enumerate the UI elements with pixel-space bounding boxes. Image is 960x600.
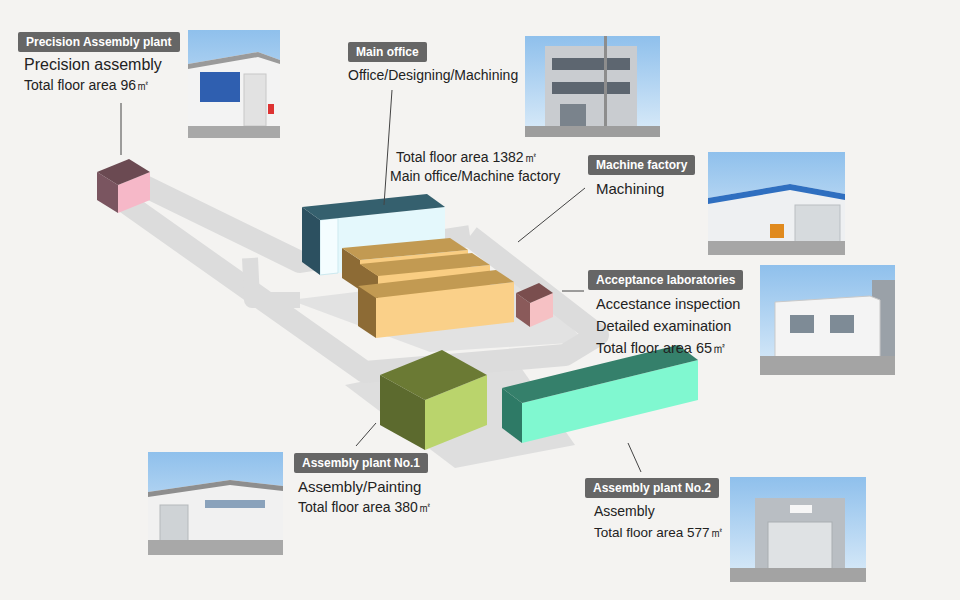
photo-door — [560, 104, 586, 126]
photo-ground — [525, 126, 660, 137]
building-photo — [760, 265, 895, 375]
photo-pole — [604, 36, 607, 128]
photo-shutter — [160, 505, 188, 542]
photo-ground — [760, 356, 895, 375]
area-note: Main office/Machine factory — [390, 167, 560, 185]
building-detail: Accestance inspection — [596, 293, 740, 315]
building-tag: Main office — [348, 42, 427, 62]
leader-line — [384, 90, 392, 205]
building-face — [380, 350, 487, 400]
building-tag: Machine factory — [588, 155, 695, 175]
building-detail: Detailed examination — [596, 315, 731, 337]
photo-sign — [200, 72, 240, 102]
building-detail: Total floor area 577㎡ — [594, 522, 724, 543]
photo-building — [545, 46, 637, 126]
photo-window — [552, 58, 630, 70]
building-detail: Assembly/Painting — [298, 476, 421, 497]
photo-window — [790, 315, 814, 333]
photo-roof — [148, 480, 283, 497]
photo-sign — [790, 505, 812, 513]
callout-group: Main officeOffice/Designing/Machining — [348, 42, 518, 86]
building-photo — [525, 36, 660, 137]
building-tag: Acceptance laboratories — [588, 270, 743, 290]
building-face — [360, 253, 490, 276]
building-detail: Precision assembly — [24, 55, 162, 75]
building-tag: Assembly plant No.1 — [294, 453, 428, 473]
building-photo — [148, 452, 283, 555]
callout-group: Precision Assembly plantPrecision assemb… — [18, 32, 180, 95]
photo-shutter — [795, 205, 840, 242]
photo-stripe — [708, 184, 845, 204]
building-face — [97, 159, 150, 185]
area-note: Total floor area 1382㎡ — [396, 148, 538, 166]
photo-shutter — [244, 74, 266, 126]
callout-group: Machine factoryMachining — [588, 155, 695, 200]
photo-sky — [148, 452, 283, 555]
callout-group: Assembly plant No.1Assembly/PaintingTota… — [294, 453, 432, 518]
leader-line — [562, 291, 584, 292]
leader-line — [518, 188, 585, 242]
photo-sky — [188, 30, 280, 138]
building-face — [320, 218, 338, 275]
building-detail: Office/Designing/Machining — [348, 65, 518, 86]
photo-building — [755, 498, 845, 570]
building-photo — [708, 152, 845, 255]
photo-ground — [708, 241, 845, 255]
leader-line — [628, 443, 641, 472]
building-photo — [188, 30, 280, 138]
building-face — [358, 270, 514, 298]
photo-sky — [760, 265, 895, 375]
building-detail: Total floor area 96㎡ — [24, 75, 150, 95]
photo-ground — [148, 540, 283, 555]
building-detail: Total floor area 65㎡ — [596, 337, 727, 359]
photo-sky — [708, 152, 845, 255]
site-road — [250, 258, 300, 300]
leader-line — [121, 103, 122, 155]
photo-detail — [268, 104, 274, 114]
building-detail: Machining — [596, 178, 664, 200]
photo-window — [830, 315, 854, 333]
photo-window — [552, 82, 630, 94]
leader-line — [356, 423, 376, 446]
building-face — [516, 283, 553, 303]
building-detail: Assembly — [594, 501, 655, 522]
building-face — [302, 194, 445, 220]
building-photo — [730, 477, 866, 582]
building-tag: Assembly plant No.2 — [585, 478, 719, 498]
building-tag: Precision Assembly plant — [18, 32, 180, 52]
photo-ground — [188, 126, 280, 138]
photo-sky — [730, 477, 866, 582]
photo-roof — [188, 52, 280, 69]
callout-group: Acceptance laboratoriesAccestance inspec… — [588, 270, 743, 359]
photo-shutter — [768, 522, 832, 570]
photo-building — [775, 296, 880, 358]
photo-window — [205, 500, 265, 508]
photo-sky — [525, 36, 660, 137]
photo-building — [708, 184, 845, 242]
building-detail: Total floor area 380㎡ — [298, 497, 432, 518]
photo-building — [148, 480, 283, 542]
photo-ground — [730, 568, 866, 582]
site-road — [122, 200, 598, 372]
photo-building — [188, 52, 280, 128]
photo-forklift — [770, 224, 784, 238]
callout-group: Assembly plant No.2AssemblyTotal floor a… — [585, 478, 724, 543]
